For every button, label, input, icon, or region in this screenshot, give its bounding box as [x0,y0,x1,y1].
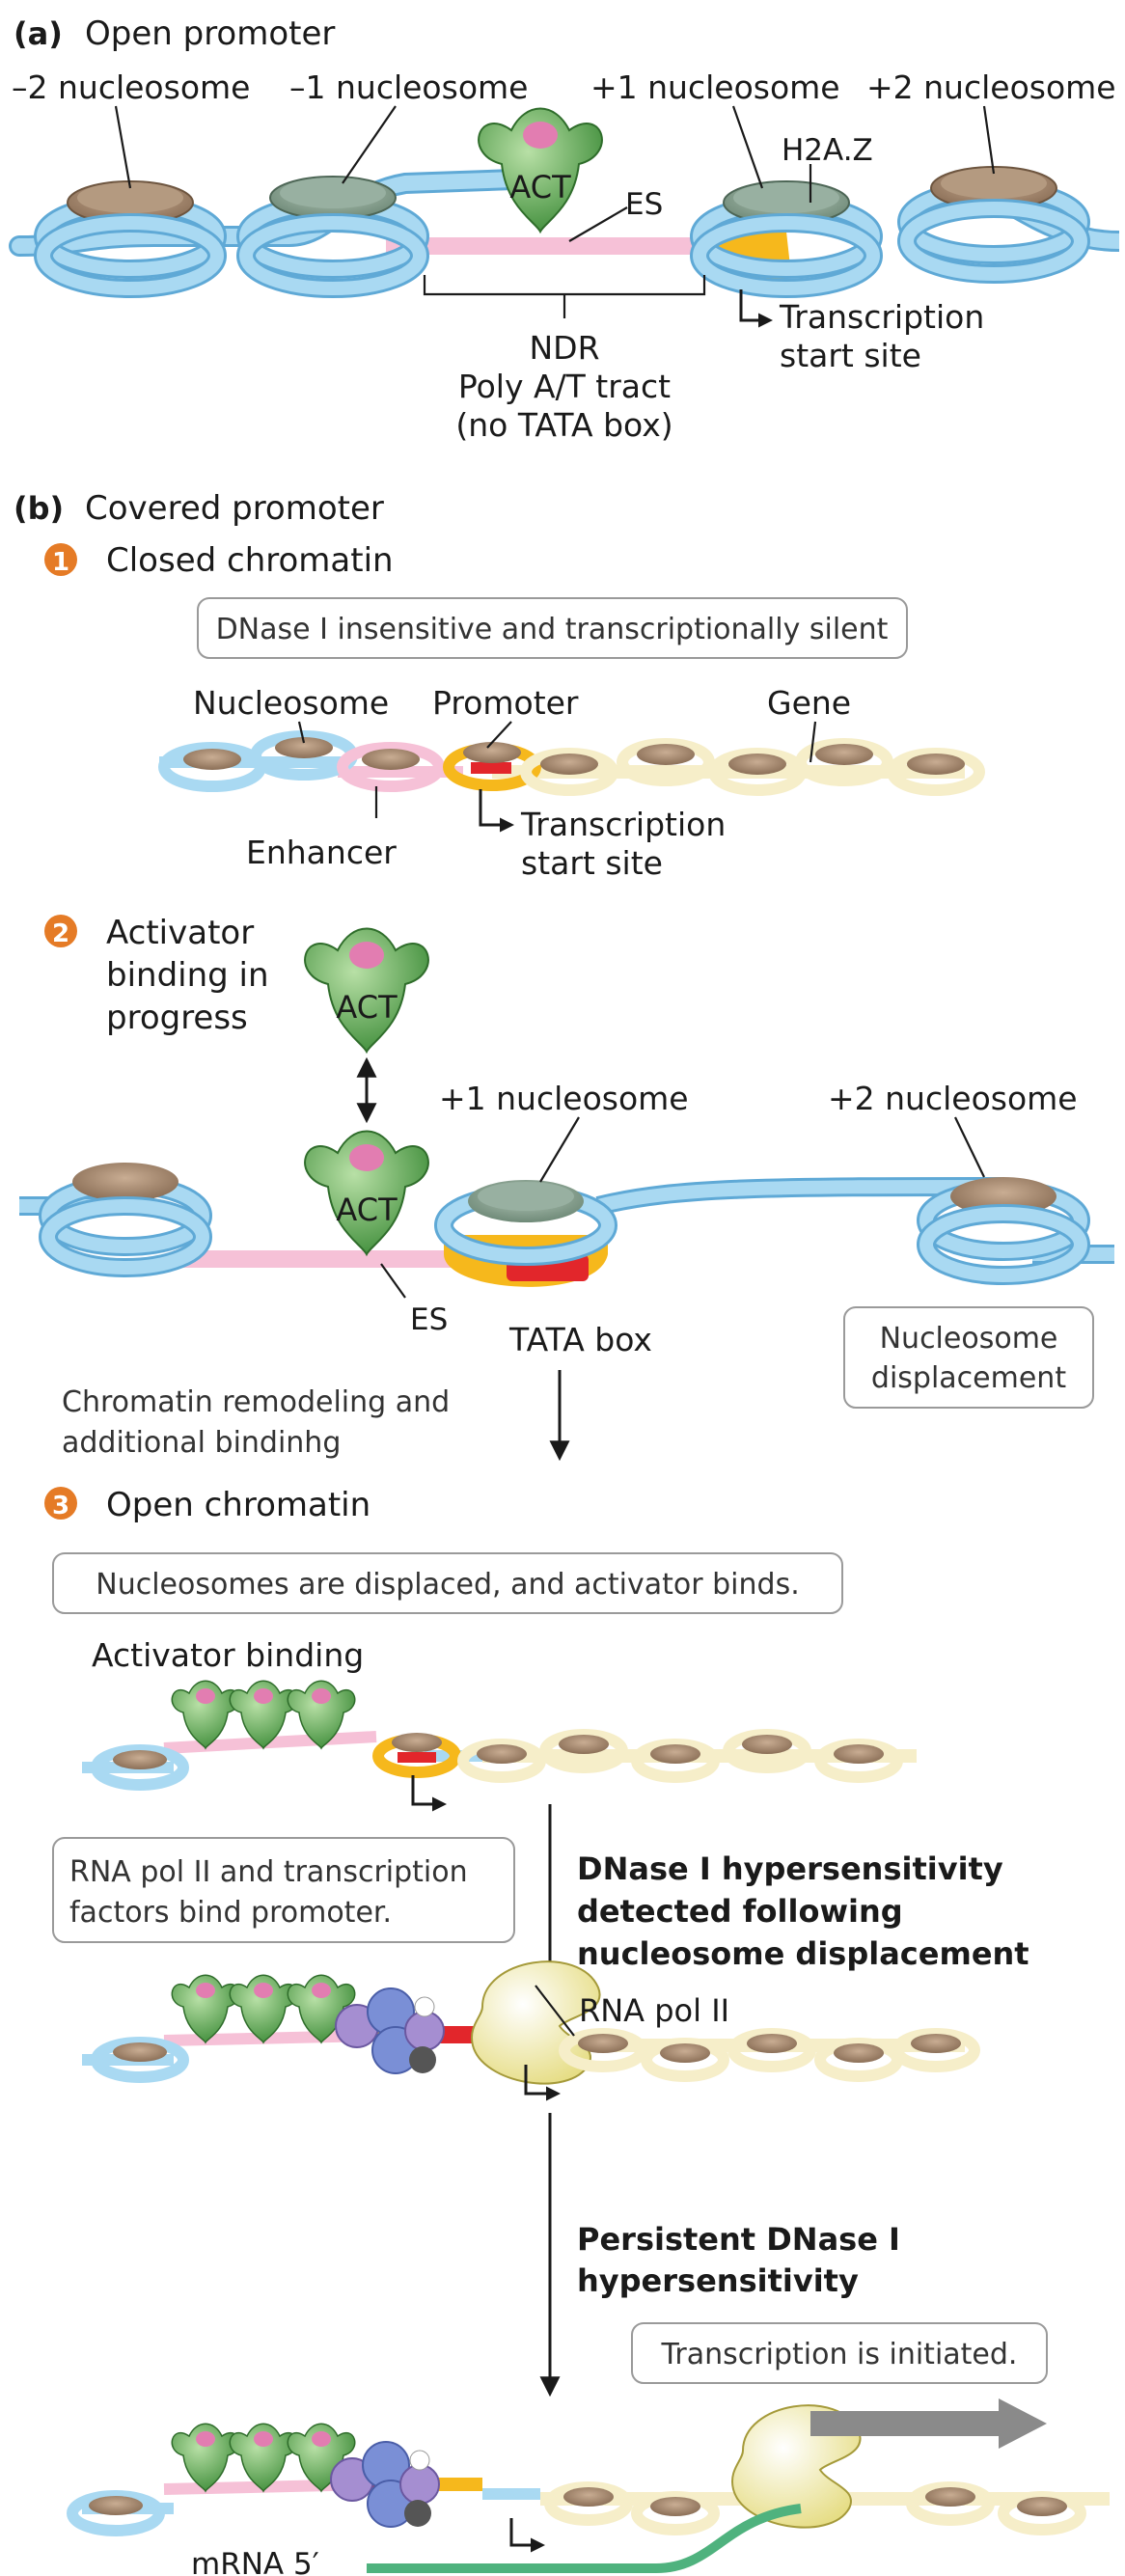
tata-red-1 [471,762,511,774]
panel-a: (a) Open promoter –2 nucleosome –1 nucle… [9,14,1120,444]
nucleosome-label-1: Nucleosome [193,684,389,722]
plus1-nucleosome-label: +1 nucleosome [590,69,840,106]
poly-at-label: Poly A/T tract [458,368,671,405]
act-label-free: ACT [336,989,398,1026]
activators-row2 [171,1974,356,2044]
hyper-line2: detected following [577,1893,903,1930]
step2-title-line2: binding in [106,956,269,995]
displacement-line1: Nucleosome [880,1322,1058,1356]
tss-arrow-1 [479,789,514,833]
hyper-line3: nucleosome displacement [577,1935,1029,1972]
nucleosome-plus2 [897,166,1090,284]
step3-note-box [52,1552,843,1614]
step2-number: 2 [52,919,69,948]
ndr-label: NDR [529,329,599,367]
act-label-a: ACT [509,169,571,206]
persist-line1: Persistent DNase I [577,2221,900,2258]
tss-arrow-3a [411,1775,447,1812]
persist-line2: hypersensitivity [577,2262,859,2299]
panel-b: (b) Covered promoter 1 Closed chromatin … [14,489,1114,2576]
tss-label-1-line1: Transcription [520,806,726,843]
nucleosome-minus1 [236,176,429,298]
mrna-strand [367,2504,802,2573]
step1-badge [44,543,77,576]
tss-label-1-line2: start site [521,844,663,882]
plus2-nucleosome-label: +2 nucleosome [866,69,1116,106]
enhancer-label-1: Enhancer [246,834,397,871]
step1-note-box [197,597,908,659]
step3-badge [44,1487,77,1520]
tss-label-a-line2: start site [780,337,921,374]
nucleosome-chain-3c [67,2481,1086,2536]
nucleosome-chain-3a [91,1729,903,1791]
rna-pol-label: RNA pol II [579,1992,729,2029]
step3-title: Open chromatin [106,1486,370,1524]
nucleosome-minus2 [34,180,227,298]
activators-row3 [171,2423,356,2493]
nucleosome-plus1-2 [434,1180,617,1287]
polII-box-line1: RNA pol II and transcription [69,1855,468,1889]
promoter-label-1: Promoter [432,684,579,722]
nucleosome-left-2 [39,1163,212,1277]
mrna-label: mRNA 5′ [191,2547,319,2576]
initiated-label: Transcription is initiated. [661,2338,1018,2371]
step1-note: DNase I insensitive and transcriptionall… [216,613,889,646]
minus1-nucleosome-label: –1 nucleosome [289,69,528,106]
tss-label-a-line1: Transcription [779,298,984,336]
panel-b-title: Covered promoter [85,489,384,528]
initiated-box [631,2322,1048,2384]
step1-title: Closed chromatin [106,541,394,580]
no-tata-label: (no TATA box) [455,406,672,444]
hyper-line1: DNase I hypersensitivity [577,1850,1003,1887]
act-label-bound: ACT [336,1192,398,1228]
es-label-a: ES [625,187,663,222]
activator-free: ACT [304,927,429,1055]
tss-arrow-3b [524,2065,561,2101]
panel-a-letter: (a) [14,15,63,52]
step3-note: Nucleosomes are displaced, and activator… [96,1568,800,1602]
tss-arrow-3c [509,2518,545,2553]
step2: 2 Activator binding in progress ACT +1 n… [19,914,1114,1462]
gene-label-1: Gene [767,684,851,722]
step1: 1 Closed chromatin DNase I insensitive a… [44,541,985,882]
polII-bind-box [52,1837,515,1943]
tata-label-2: TATA box [508,1321,652,1358]
nucleosome-plus1 [690,180,883,298]
remodel-line1: Chromatin remodeling and [62,1385,450,1419]
transcription-factors-3 [330,2441,440,2528]
step2-title-line3: progress [106,999,248,1037]
plus1-label-2: +1 nucleosome [439,1080,689,1117]
activators-row1 [171,1680,356,1750]
activator-bound: ACT [304,1130,429,1257]
panel-b-letter: (b) [14,490,64,527]
minus2-nucleosome-label: –2 nucleosome [12,69,250,106]
ndr-bracket [423,275,706,296]
tss-arrow-a [739,289,773,328]
nucleosome-chain-1 [158,730,985,796]
es-label-2: ES [410,1302,448,1337]
transcription-factors-2 [335,1987,445,2074]
activator-binding-label: Activator binding [92,1636,364,1674]
step3-number: 3 [52,1492,69,1521]
plus2-label-2: +2 nucleosome [828,1080,1078,1117]
polII-box-line2: factors bind promoter. [69,1896,392,1930]
nucleosome-chain-3b [91,2028,980,2083]
step3: 3 Open chromatin Nucleosomes are displac… [44,1486,1110,2576]
remodel-line2: additional bindinhg [62,1426,341,1460]
step2-badge [44,915,77,947]
panel-a-title: Open promoter [85,14,335,53]
displacement-line2: displacement [871,1361,1066,1395]
displacement-box [843,1306,1094,1409]
h2az-label: H2A.Z [782,133,873,168]
tata-red-3b [439,2026,474,2043]
step1-number: 1 [52,548,69,577]
activator-open: ACT [478,107,603,234]
nucleosome-plus2-2 [917,1177,1090,1285]
step2-title-line1: Activator [106,914,254,952]
